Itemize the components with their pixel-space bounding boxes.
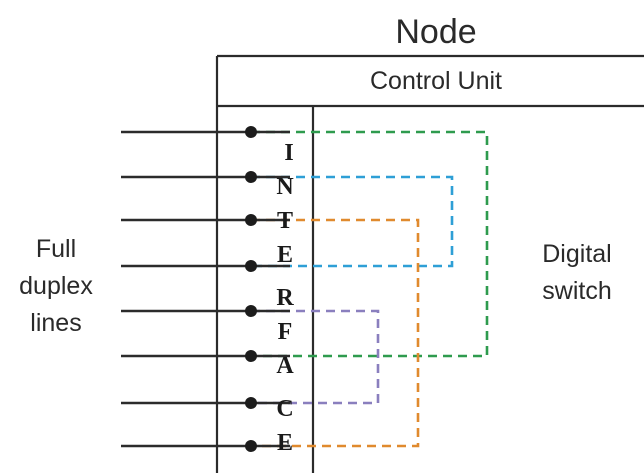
line-terminal-dot	[245, 350, 257, 362]
interface-letter: A	[276, 353, 294, 379]
line-terminal-dot	[245, 260, 257, 272]
line-terminal-dot	[245, 214, 257, 226]
line-terminal-dot	[245, 171, 257, 183]
switch-connections	[251, 130, 489, 448]
interface-label: I N T E R F A C E	[276, 140, 294, 456]
full-duplex-lines-label: Full duplex lines	[19, 235, 93, 337]
switch-connection	[251, 309, 380, 405]
duplex-lines	[121, 126, 290, 452]
right-label-line-1: Digital	[542, 240, 611, 268]
switch-connection	[251, 130, 489, 358]
interface-letter: R	[276, 285, 294, 311]
switch-connection	[251, 175, 454, 268]
interface-letter: I	[284, 140, 293, 166]
interface-letter: F	[278, 319, 293, 345]
line-terminal-dot	[245, 126, 257, 138]
node-title: Node	[395, 13, 476, 51]
control-unit-label: Control Unit	[370, 67, 502, 95]
line-terminal-dot	[245, 440, 257, 452]
left-label-line-1: Full	[36, 235, 76, 263]
line-terminal-dot	[245, 305, 257, 317]
interface-letter: E	[277, 430, 293, 456]
interface-letter: N	[276, 174, 294, 200]
interface-letter: C	[276, 396, 293, 422]
interface-letter: T	[277, 208, 293, 234]
digital-switch-label: Digital switch	[542, 240, 611, 305]
left-label-line-2: duplex	[19, 272, 93, 300]
switch-connection	[251, 218, 420, 448]
line-terminal-dot	[245, 397, 257, 409]
interface-letter: E	[277, 242, 293, 268]
left-label-line-3: lines	[30, 309, 81, 337]
right-label-line-2: switch	[542, 277, 611, 305]
